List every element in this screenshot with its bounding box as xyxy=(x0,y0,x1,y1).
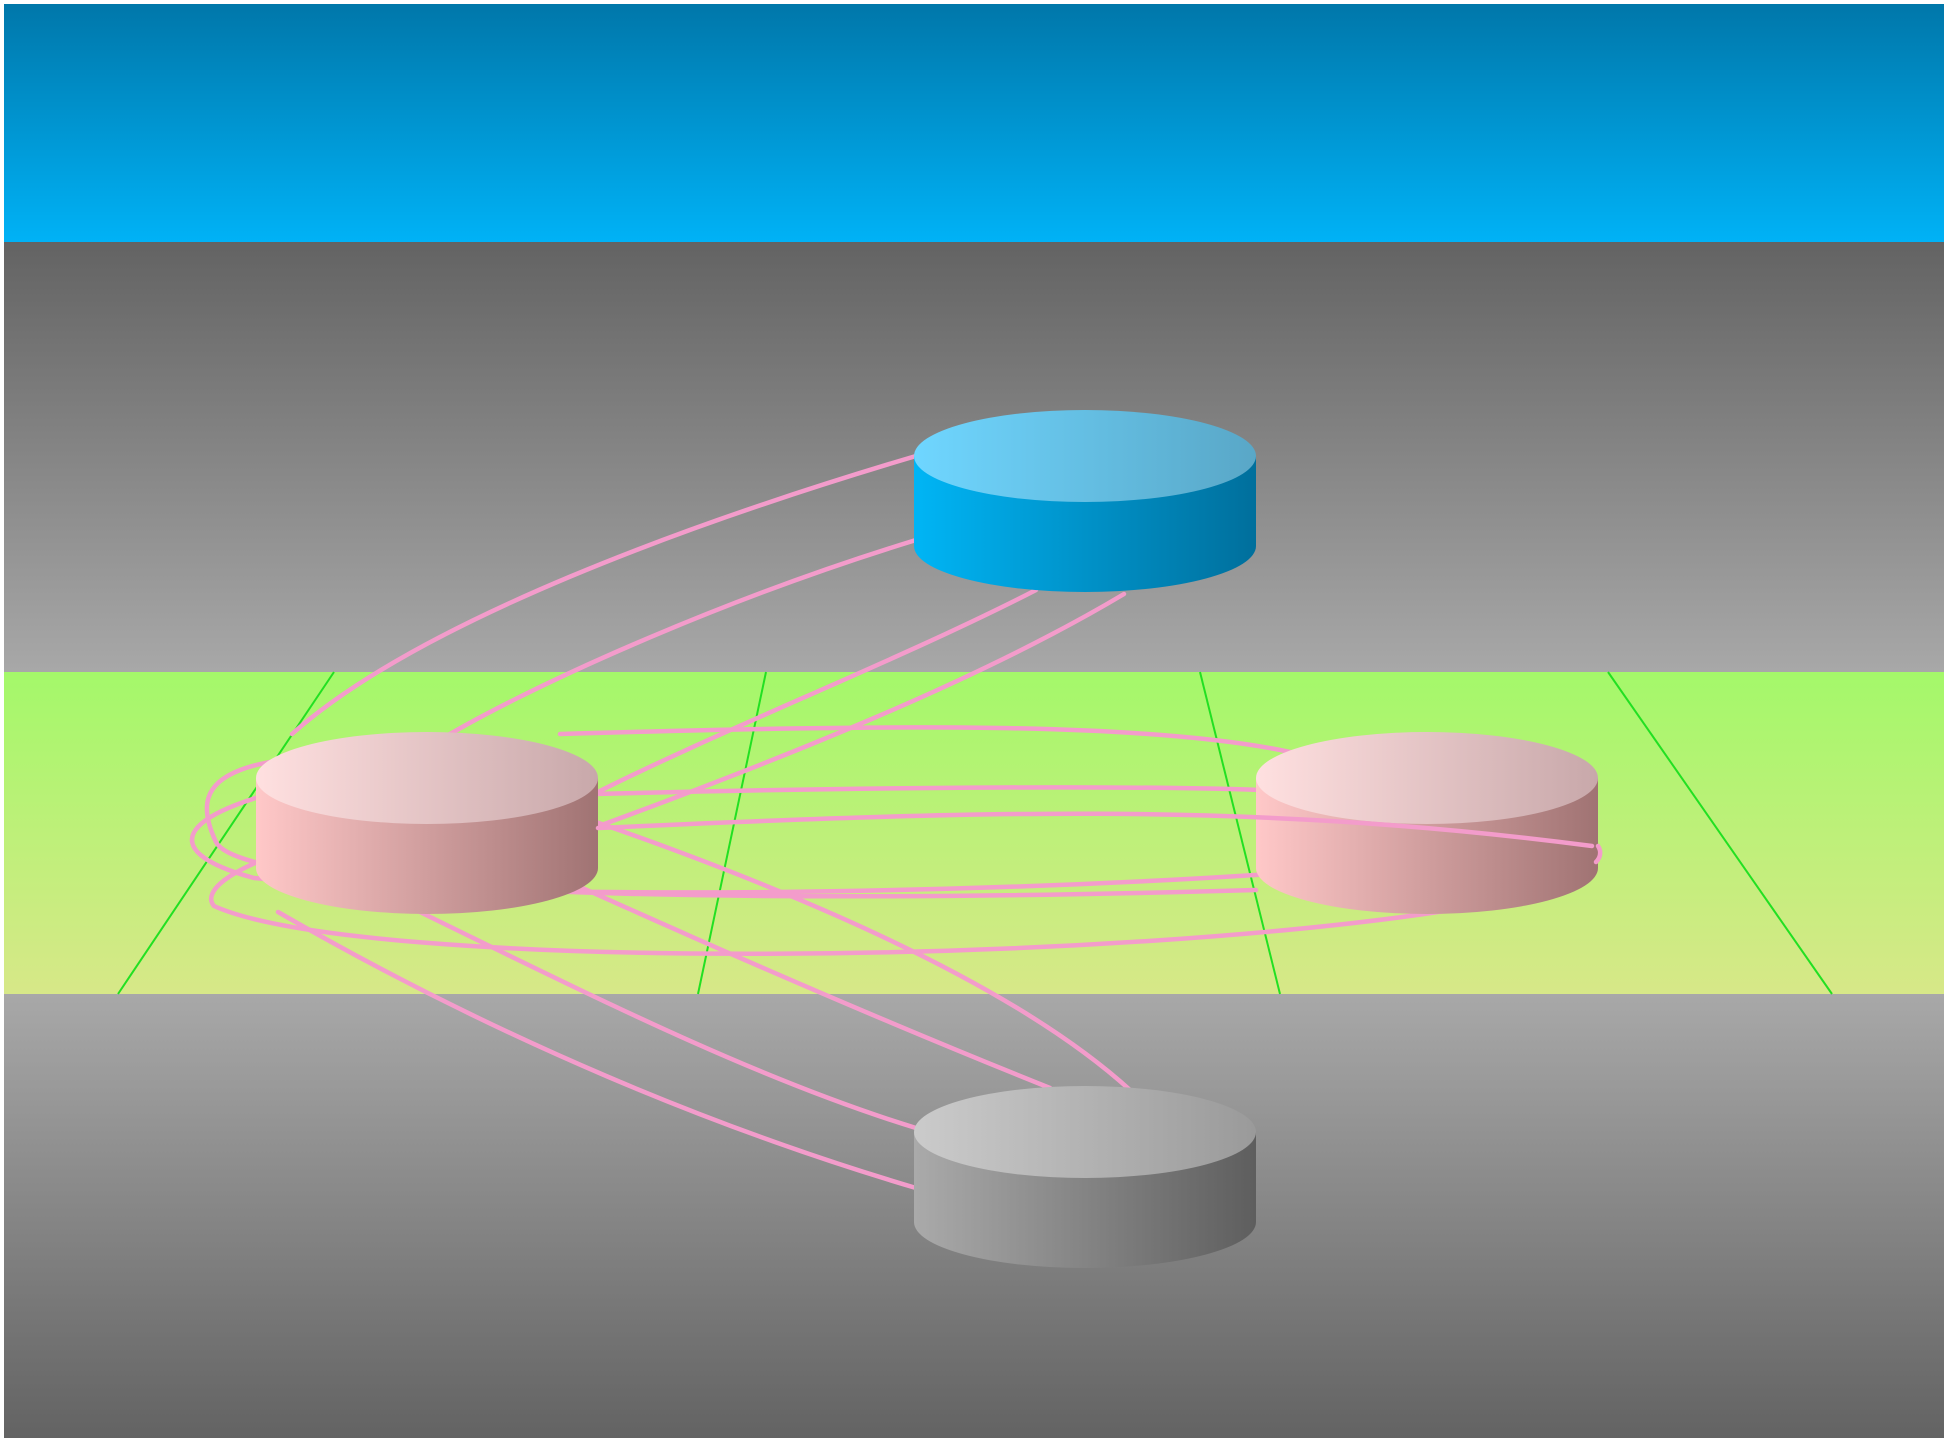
connector-line xyxy=(275,909,919,1191)
floor-grid-lines xyxy=(117,671,1833,995)
front-connector-lines xyxy=(595,811,1603,865)
connector-line xyxy=(585,591,1127,833)
connector-line xyxy=(1593,843,1603,865)
floor-line xyxy=(1607,671,1833,995)
floor-line xyxy=(1199,671,1281,995)
connector-line xyxy=(557,725,1293,755)
connector-line xyxy=(591,785,1263,797)
blue-cylinder-top xyxy=(914,410,1256,502)
pink-left-cylinder-top xyxy=(256,732,598,824)
gray-cylinder-node[interactable] xyxy=(914,1086,1256,1268)
connector-line xyxy=(593,819,1133,1093)
connector-line xyxy=(289,453,919,737)
connector-line xyxy=(427,537,919,749)
connector-line xyxy=(595,811,1595,849)
pink-cylinder-node-left[interactable] xyxy=(256,732,598,914)
pink-cylinder-node-right[interactable] xyxy=(1256,732,1598,914)
connector-line xyxy=(587,587,1039,799)
gray-cylinder-top xyxy=(914,1086,1256,1178)
pink-right-cylinder-top xyxy=(1256,732,1598,824)
floor-line xyxy=(697,671,767,995)
sky-band xyxy=(4,4,1944,242)
blue-cylinder-node[interactable] xyxy=(914,410,1256,592)
floor-line xyxy=(117,671,335,995)
